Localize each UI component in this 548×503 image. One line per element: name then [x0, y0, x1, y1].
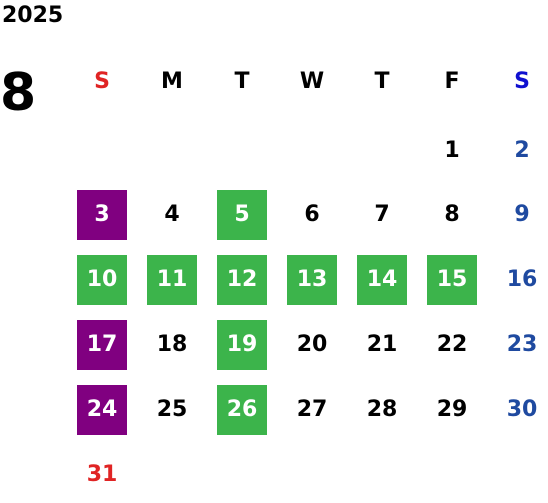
day-cell-4[interactable]: 4 — [164, 202, 180, 227]
day-cell-30[interactable]: 30 — [506, 397, 538, 422]
day-cell-12[interactable]: 12 — [217, 255, 267, 305]
day-cell-29[interactable]: 29 — [436, 397, 468, 422]
weekday-fri: F — [444, 69, 460, 94]
day-cell-28[interactable]: 28 — [366, 397, 398, 422]
day-cell-14[interactable]: 14 — [357, 255, 407, 305]
weekday-sat: S — [514, 69, 530, 94]
day-cell-15[interactable]: 15 — [427, 255, 477, 305]
month-number: 8 — [0, 63, 37, 123]
day-cell-8[interactable]: 8 — [444, 202, 460, 227]
weekday-sun: S — [94, 69, 110, 94]
day-cell-2[interactable]: 2 — [514, 138, 530, 163]
day-cell-9[interactable]: 9 — [514, 202, 530, 227]
day-cell-3[interactable]: 3 — [77, 190, 127, 240]
weekday-wed: W — [299, 69, 325, 94]
day-cell-26[interactable]: 26 — [217, 385, 267, 435]
day-cell-25[interactable]: 25 — [156, 397, 188, 422]
day-cell-27[interactable]: 27 — [296, 397, 328, 422]
day-cell-21[interactable]: 21 — [366, 332, 398, 357]
day-cell-5[interactable]: 5 — [217, 190, 267, 240]
day-cell-13[interactable]: 13 — [287, 255, 337, 305]
weekday-thu: T — [374, 69, 390, 94]
day-cell-11[interactable]: 11 — [147, 255, 197, 305]
weekday-tue: T — [234, 69, 250, 94]
day-cell-16[interactable]: 16 — [506, 267, 538, 292]
day-cell-24[interactable]: 24 — [77, 385, 127, 435]
day-cell-22[interactable]: 22 — [436, 332, 468, 357]
year-label: 2025 — [2, 3, 64, 28]
day-cell-19[interactable]: 19 — [217, 320, 267, 370]
day-cell-7[interactable]: 7 — [374, 202, 390, 227]
day-cell-6[interactable]: 6 — [304, 202, 320, 227]
day-cell-1[interactable]: 1 — [444, 138, 460, 163]
day-cell-20[interactable]: 20 — [296, 332, 328, 357]
day-cell-23[interactable]: 23 — [506, 332, 538, 357]
day-cell-31[interactable]: 31 — [86, 462, 118, 487]
weekday-mon: M — [161, 69, 183, 94]
day-cell-18[interactable]: 18 — [156, 332, 188, 357]
day-cell-10[interactable]: 10 — [77, 255, 127, 305]
day-cell-17[interactable]: 17 — [77, 320, 127, 370]
